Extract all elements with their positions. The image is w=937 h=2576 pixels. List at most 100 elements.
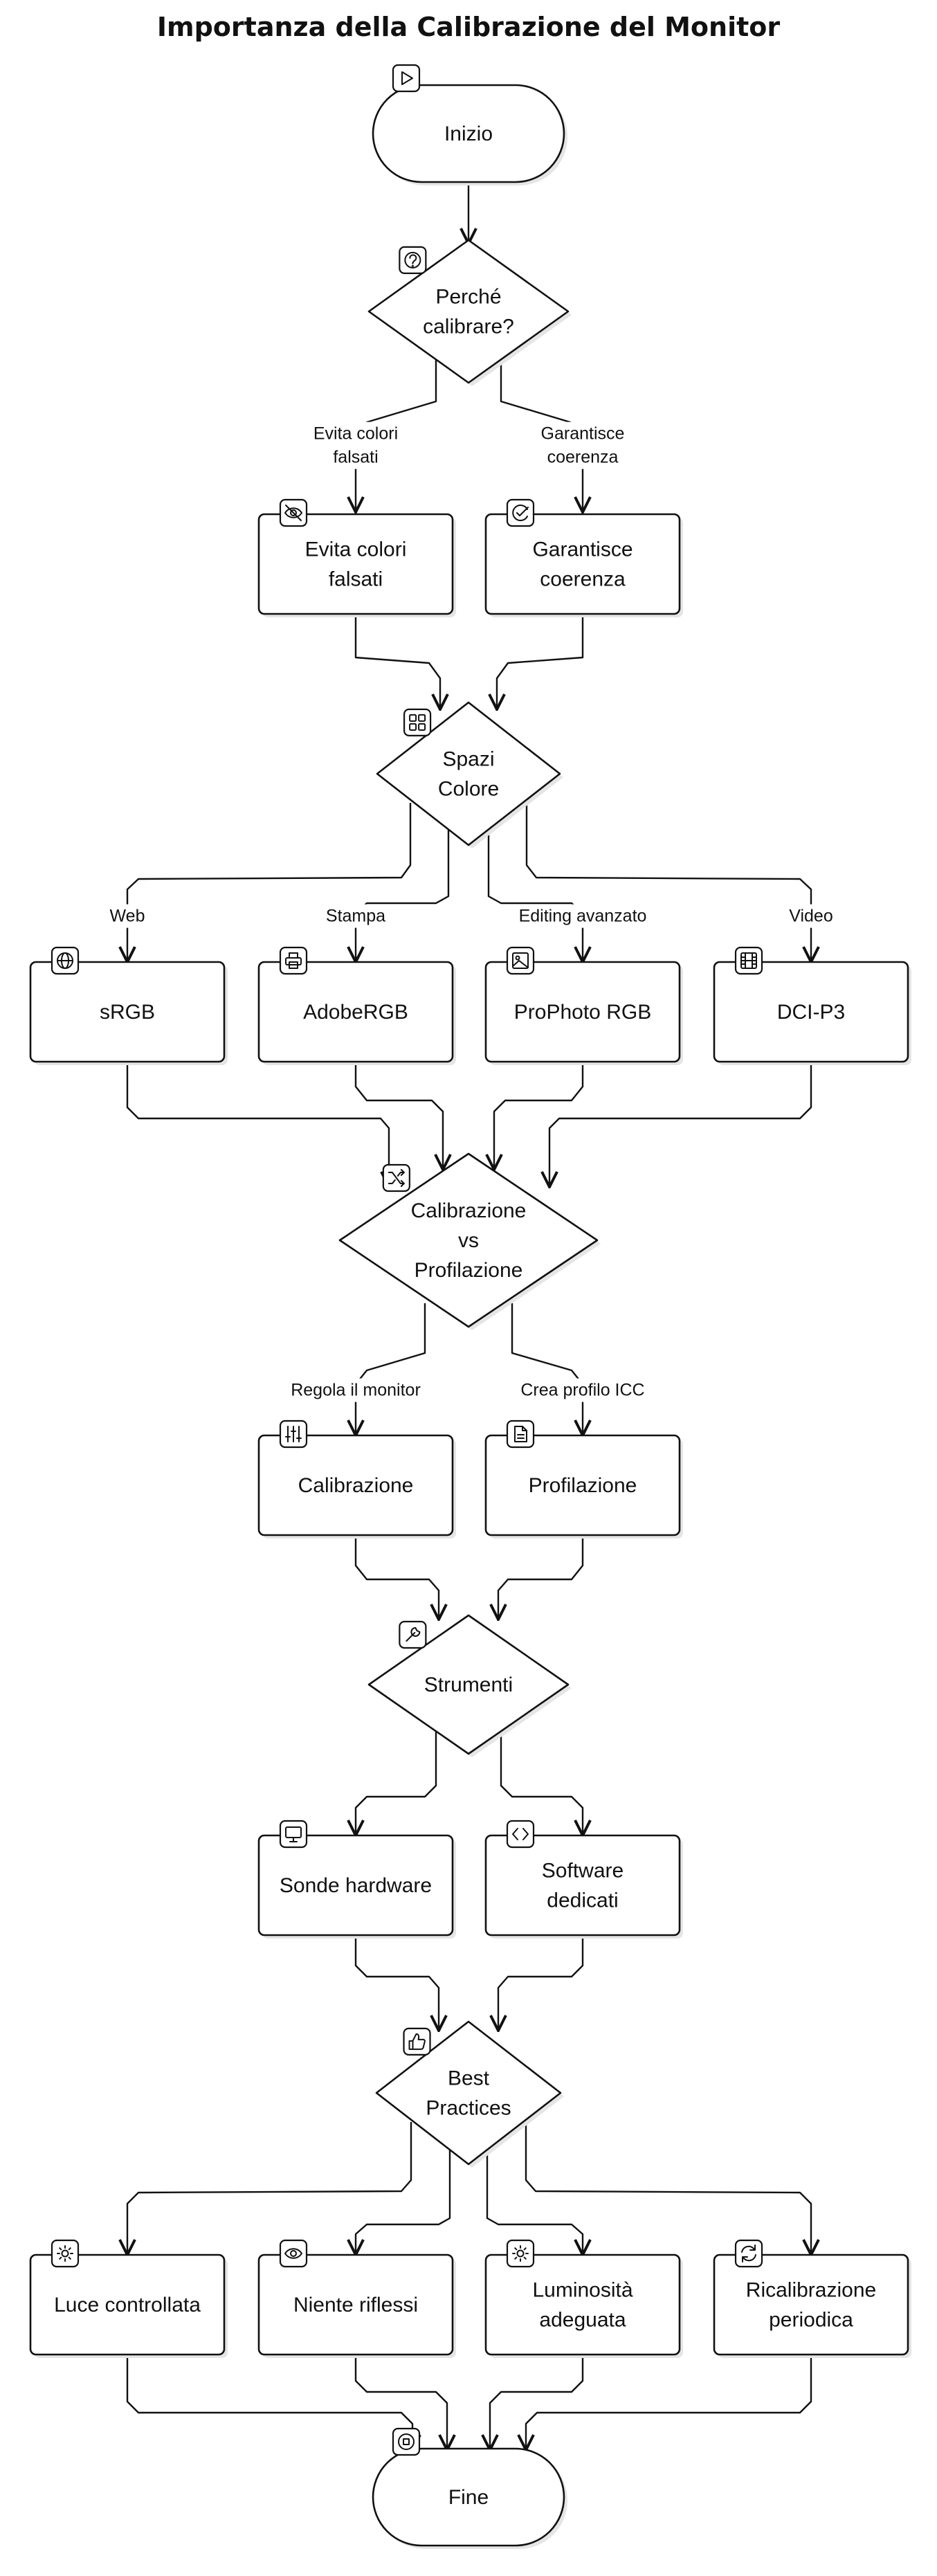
- film-icon: [734, 946, 763, 975]
- grid-icon: [403, 708, 432, 736]
- node-dcip3: DCI-P3: [713, 946, 911, 1065]
- node-label: Calibrazione: [298, 1474, 414, 1497]
- process-box: [257, 961, 454, 1063]
- process-box: [713, 961, 909, 1063]
- edge-best-glare: [356, 2146, 451, 2255]
- edge-label-bg: [536, 421, 629, 469]
- process-box: [29, 961, 226, 1063]
- decision-diamond: [376, 701, 561, 846]
- process-box: [713, 2253, 909, 2356]
- edge-label-spaces-prophoto: Editing avanzato: [514, 904, 651, 928]
- process-box: [257, 1434, 454, 1536]
- node-label: Sonde hardware: [280, 1874, 432, 1897]
- edge-recal-end: [526, 2355, 812, 2450]
- edge-dcip3-calvsprof: [549, 1062, 812, 1187]
- diagram-title: Importanza della Calibrazione del Monito…: [157, 12, 780, 42]
- image-icon: [506, 946, 535, 975]
- node-label: Profilazione: [529, 1474, 637, 1497]
- node-start: Inizio: [372, 64, 567, 185]
- edge-label-bg: [321, 904, 390, 928]
- edge-label-spaces-adobergb: Stampa: [321, 904, 390, 928]
- node-profiling: Profilazione: [484, 1419, 683, 1539]
- terminal-shape: [372, 2447, 565, 2547]
- process-box: [484, 1434, 681, 1536]
- edge-spaces-srgb: [127, 803, 412, 962]
- edge-label-text: Crea profilo ICC: [520, 1381, 644, 1400]
- edge-label-bg: [286, 1378, 425, 1402]
- process-box: [257, 513, 454, 615]
- edge-label-spaces-dcip3: Video: [785, 904, 837, 928]
- edge-spaces-prophoto: [487, 826, 583, 962]
- edge-light-end: [126, 2355, 412, 2450]
- edge-calibration-tools: [354, 1535, 439, 1620]
- edge-label-text: Garantisce: [541, 424, 625, 444]
- terminal-shape: [372, 84, 565, 183]
- sliders-icon: [279, 1419, 308, 1449]
- play-icon: [392, 64, 421, 93]
- edge-brightness-end: [490, 2355, 584, 2450]
- edge-consistency-spaces: [497, 614, 584, 709]
- code-icon: [506, 1820, 535, 1849]
- node-label: DCI-P3: [777, 1001, 845, 1024]
- sun-icon: [51, 2239, 80, 2268]
- edge-srgb-calvsprof: [126, 1062, 389, 1187]
- node-calibration: Calibrazione: [257, 1419, 456, 1539]
- edge-label-bg: [309, 421, 403, 469]
- decision-diamond: [338, 1152, 599, 1328]
- edge-avoid-spaces: [354, 614, 440, 709]
- edge-label-calvsprof-profiling: Crea profilo ICC: [516, 1378, 649, 1402]
- node-tools: Strumenti: [367, 1614, 572, 1757]
- edge-best-brightness: [486, 2146, 583, 2255]
- node-label: Fine: [448, 2486, 489, 2509]
- edge-software-best: [498, 1935, 584, 2031]
- edge-label-text: Video: [789, 907, 833, 926]
- edge-calvsprof-calibration: [356, 1303, 426, 1435]
- node-prophoto: ProPhoto RGB: [484, 946, 683, 1065]
- stop-circle-icon: [392, 2427, 421, 2456]
- edge-label-text: Regola il monitor: [291, 1381, 421, 1400]
- thumbs-up-icon: [403, 2027, 431, 2056]
- eye-off-icon: [279, 498, 308, 527]
- edge-calvsprof-profiling: [511, 1303, 583, 1435]
- decision-diamond: [375, 2020, 562, 2166]
- edge-best-recal: [525, 2122, 811, 2255]
- decision-diamond: [367, 1614, 570, 1755]
- edge-prophoto-calvsprof: [494, 1062, 584, 1170]
- edge-label-bg: [514, 904, 651, 928]
- edge-adobergb-calvsprof: [354, 1062, 443, 1170]
- edge-tools-software: [500, 1730, 583, 1835]
- question-icon: [399, 246, 427, 274]
- edge-label-spaces-srgb: Web: [105, 904, 149, 928]
- edge-glare-end: [354, 2355, 447, 2450]
- process-box: [257, 1834, 454, 1936]
- wrench-icon: [399, 1620, 427, 1649]
- edge-label-text: Web: [110, 907, 145, 926]
- edge-label-text: Stampa: [326, 907, 385, 926]
- edge-label-calvsprof-calibration: Regola il monitor: [286, 1378, 425, 1402]
- node-label: ProPhoto RGB: [514, 1001, 651, 1024]
- edge-tools-probes: [356, 1730, 437, 1835]
- node-label: Inizio: [444, 123, 493, 145]
- node-glare: Niente riflessi: [257, 2239, 456, 2358]
- file-text-icon: [506, 1419, 535, 1449]
- edge-label-bg: [516, 1378, 649, 1402]
- process-box: [484, 1834, 681, 1936]
- process-box: [257, 2253, 454, 2356]
